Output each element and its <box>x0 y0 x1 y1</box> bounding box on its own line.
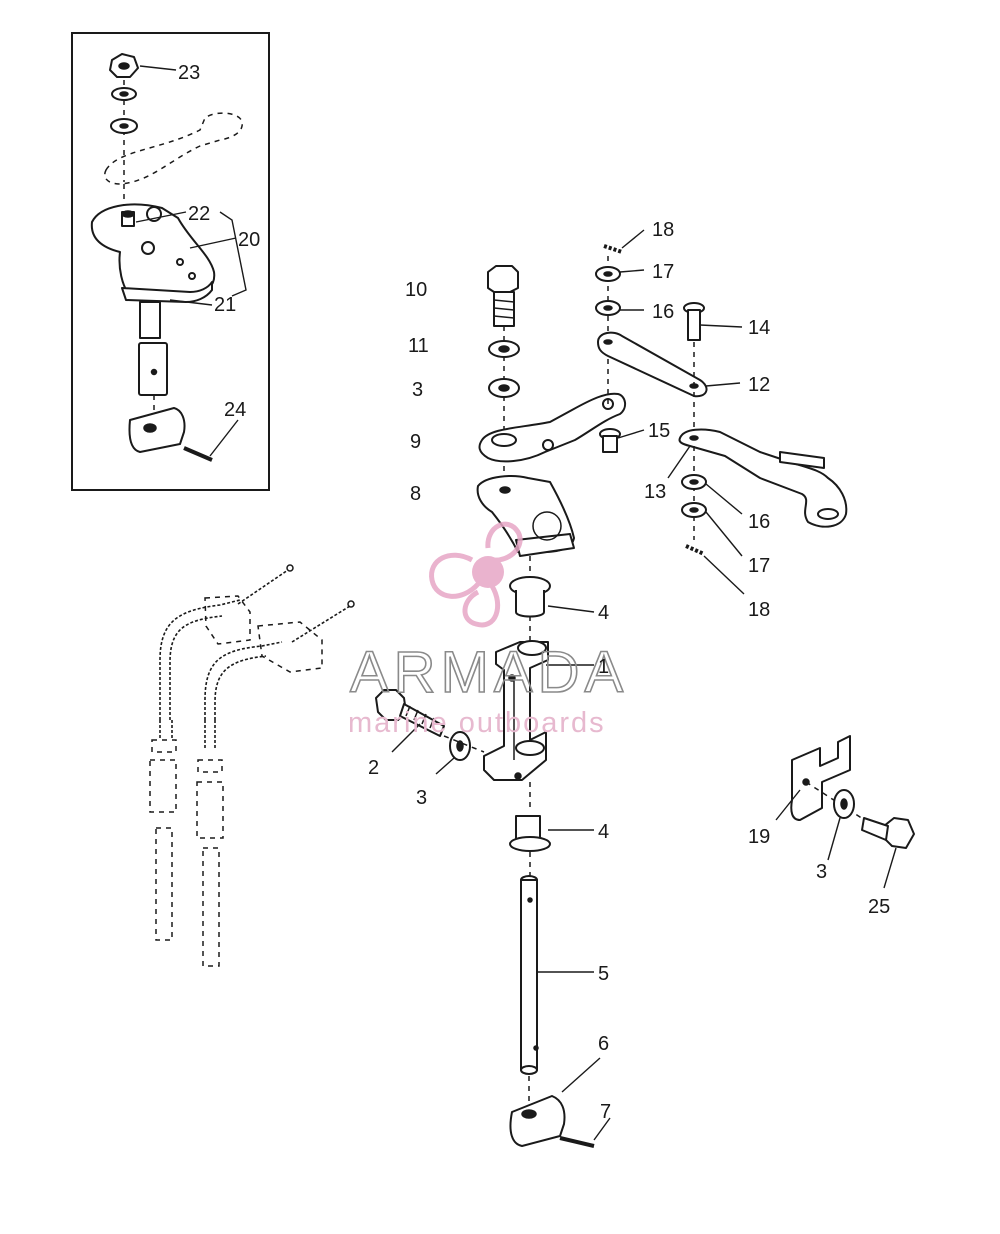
callout-9: 9 <box>410 431 421 453</box>
bracket-part-1 <box>483 640 549 781</box>
callout-17-top: 17 <box>652 261 674 283</box>
bolt-part-25 <box>861 817 915 849</box>
callout-18-bottom: 18 <box>748 599 770 621</box>
callout-16-top: 16 <box>652 301 674 323</box>
cam-part-8 <box>476 475 575 557</box>
callout-22: 22 <box>188 203 210 225</box>
callout-24: 24 <box>224 399 246 421</box>
bolt-part-2 <box>375 689 445 737</box>
watermark-tagline: marine outboards <box>348 707 606 739</box>
callout-20: 20 <box>238 229 260 251</box>
cable-assembly <box>149 564 355 967</box>
callout-1: 1 <box>598 656 609 678</box>
right-linkage <box>595 229 848 595</box>
callout-14: 14 <box>748 317 770 339</box>
link-part-12 <box>597 331 708 398</box>
main-assembly <box>375 265 626 1148</box>
arm-part-13 <box>678 428 848 528</box>
callout-13: 13 <box>644 481 666 503</box>
callout-10: 10 <box>405 279 427 301</box>
mount-bracket-assembly <box>775 735 915 889</box>
callout-7: 7 <box>600 1101 611 1123</box>
callout-6: 6 <box>598 1033 609 1055</box>
arm-part-9 <box>478 392 626 463</box>
callout-17-bottom: 17 <box>748 555 770 577</box>
callout-15: 15 <box>648 420 670 442</box>
callout-labels: 23 22 20 21 24 10 11 3 9 8 4 1 2 3 4 5 6… <box>178 62 890 1123</box>
callout-4-top: 4 <box>598 602 609 624</box>
callout-8: 8 <box>410 483 421 505</box>
callout-3-top: 3 <box>412 379 423 401</box>
inset-box <box>71 32 270 491</box>
callout-3-right: 3 <box>816 861 827 883</box>
bolt-part-10 <box>487 265 519 327</box>
propeller-logo <box>429 521 523 628</box>
collar-part-6 <box>509 1095 566 1147</box>
watermark-brand: ARMADA <box>350 640 628 705</box>
callout-2: 2 <box>368 757 379 779</box>
callout-21: 21 <box>214 294 236 316</box>
callout-12: 12 <box>748 374 770 396</box>
nut-part-23 <box>109 53 139 78</box>
callout-16-bottom: 16 <box>748 511 770 533</box>
callout-5: 5 <box>598 963 609 985</box>
callout-25: 25 <box>868 896 890 918</box>
bracket-part-20 <box>90 203 216 303</box>
callout-19: 19 <box>748 826 770 848</box>
shaft-part-5 <box>520 875 539 1075</box>
brand-watermark: ARMADA marine outboards <box>348 521 628 739</box>
pin-part-14 <box>683 302 705 341</box>
callout-11: 11 <box>408 335 429 357</box>
callout-4-bottom: 4 <box>598 821 609 843</box>
callout-18-top: 18 <box>652 219 674 241</box>
callout-23: 23 <box>178 62 200 84</box>
callout-3-mid: 3 <box>416 787 427 809</box>
